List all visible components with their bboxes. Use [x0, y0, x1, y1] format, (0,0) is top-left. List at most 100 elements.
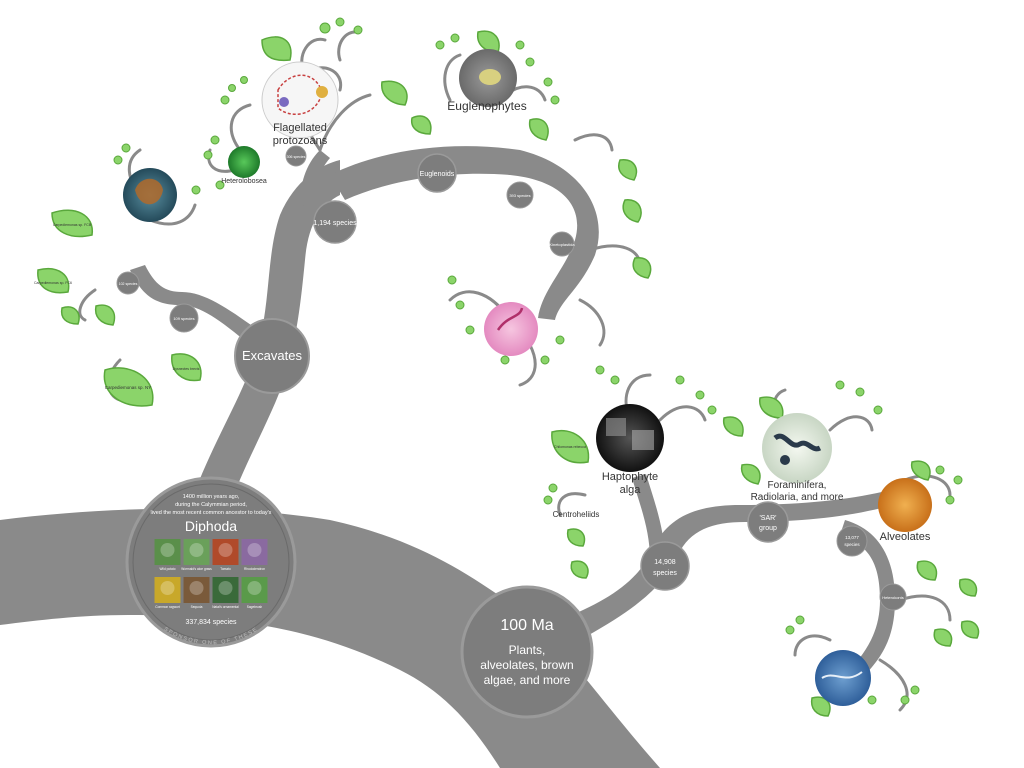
thumbnail-image[interactable]: [154, 577, 181, 603]
root-thumbnail[interactable]: Rhododendron: [241, 539, 268, 571]
species-count-306: 306 species: [287, 155, 306, 159]
photo-heterolobosea[interactable]: [228, 146, 260, 178]
thumbnail-image[interactable]: [183, 539, 210, 565]
thumbnail-image[interactable]: [241, 539, 268, 565]
foraminifera-label-1: Foraminifera,: [768, 480, 827, 491]
species-count-109: 109 species: [173, 316, 194, 321]
root-thumbnail[interactable]: Sagebrush: [241, 577, 268, 609]
node-109-species[interactable]: 109 species: [169, 303, 199, 333]
node-13077-species[interactable]: 13,077 species: [836, 525, 868, 557]
leaf-shape: [910, 460, 931, 481]
thumbnail-highlight: [160, 543, 175, 557]
photo-carpediemonas[interactable]: [123, 168, 177, 222]
leaf-shape: [759, 396, 784, 419]
root-thumbnail[interactable]: Wormald's aloe grass: [181, 539, 212, 571]
root-thumbnail[interactable]: Tomato: [212, 539, 239, 571]
photo-foraminifera[interactable]: [762, 413, 832, 483]
photo-kinetoplastid[interactable]: [484, 302, 538, 356]
root-thumbnail[interactable]: Natal's ornamental: [212, 577, 239, 609]
thumbnail-highlight: [189, 543, 204, 557]
photo-flagellated-protozoans[interactable]: [261, 61, 339, 139]
leaf-shape: [566, 528, 586, 547]
node-heterokonts[interactable]: Heterokonts: [879, 583, 907, 611]
thumbnail-image[interactable]: [212, 577, 239, 603]
leaf-shape: [103, 367, 154, 407]
leaf-label-4: Dysnectes brevis: [173, 367, 200, 371]
node-100-ma[interactable]: 100 Ma Plants, alveolates, brown algae, …: [460, 585, 594, 719]
photo-haptophyte-alga[interactable]: [596, 404, 664, 472]
thumbnail-highlight: [189, 581, 204, 595]
thumbnail-image[interactable]: [183, 577, 210, 603]
node-sar-group[interactable]: 'SAR' group: [747, 501, 789, 543]
kinetoplastida-label: Kinetoplastida: [549, 242, 575, 247]
thumbnail-highlight: [247, 543, 262, 557]
node-kinetoplastida[interactable]: Kinetoplastida: [549, 231, 575, 257]
leaf-labels: Carpediemonas sp. FCB Carpediemonas sp. …: [34, 223, 586, 449]
root-thumbnail[interactable]: Sequoia: [183, 577, 210, 609]
leaf-shape: [381, 80, 408, 106]
leaf-shape: [740, 463, 761, 485]
leaf-shape: [810, 696, 831, 717]
sar-group-label-2: group: [759, 525, 777, 532]
root-thumbnail[interactable]: Wild potato: [154, 539, 181, 571]
root-thumbnail[interactable]: Common ragwort: [154, 577, 181, 609]
heterokonts-branch: [840, 520, 895, 680]
node-14908-species[interactable]: 14,908 species: [640, 541, 690, 591]
euglenophytes-label: Euglenophytes: [447, 99, 526, 113]
thumbnail-highlight: [218, 543, 233, 557]
thumbnail-highlight: [160, 581, 175, 595]
photo-alveolates[interactable]: [878, 478, 932, 532]
sar-branch: [560, 490, 893, 640]
photo-nodes[interactable]: [123, 49, 932, 706]
root-node-diphoda[interactable]: 1400 million years ago, during the Calym…: [125, 476, 297, 648]
leaf-shape: [60, 306, 80, 325]
node-1194-species[interactable]: 1,194 species: [313, 200, 357, 244]
photo-euglenophytes[interactable]: [459, 49, 517, 107]
leaf-shape: [171, 353, 202, 382]
thumbnail-caption: Natal's ornamental: [212, 605, 239, 609]
species-count-393: 393 species: [509, 193, 530, 198]
thumbnail-caption: Rhododendron: [244, 567, 265, 571]
leaf-shape: [570, 560, 589, 579]
heterolobosea-label: Heterolobosea: [221, 178, 267, 185]
node-306-species[interactable]: 306 species: [285, 145, 307, 167]
species-count-102: 102 species: [119, 282, 138, 286]
leaf-shape: [261, 36, 292, 62]
leaf-label-2: Carpediemonas sp. FC6: [34, 281, 72, 285]
leaf-shape: [94, 304, 116, 326]
haptophyte-label-2: alga: [620, 484, 642, 496]
thumbnail-image[interactable]: [212, 539, 239, 565]
leaf-shape: [960, 620, 980, 639]
flagellates-branch: [300, 150, 330, 207]
leaf-dots: [113, 17, 963, 705]
100-ma-sub3: algae, and more: [484, 673, 571, 687]
leaf-label-1: Carpediemonas sp. FCB: [53, 223, 92, 227]
leaf-shape: [722, 416, 744, 437]
leaf-shape: [476, 30, 500, 53]
leaves: [37, 30, 980, 717]
thumbnail-image[interactable]: [154, 539, 181, 565]
node-euglenoids[interactable]: Euglenoids: [417, 153, 457, 193]
flagellated-label-1: Flagellated: [273, 122, 327, 134]
root-species-count: 337,834 species: [186, 619, 237, 626]
thumbnail-caption: Common ragwort: [155, 605, 180, 609]
root-title: Diphoda: [185, 518, 237, 534]
species-count-14908-a: 14,908: [654, 559, 676, 566]
leaf-shape: [632, 257, 652, 279]
species-count-14908-b: species: [653, 570, 677, 577]
photo-heterokont-kelp[interactable]: [815, 650, 871, 706]
node-102-species[interactable]: 102 species: [116, 271, 140, 295]
species-count-13077-a: 13,077: [845, 535, 859, 540]
thumbnail-highlight: [247, 581, 262, 595]
node-393-species[interactable]: 393 species: [506, 181, 534, 209]
thumbnail-image[interactable]: [241, 577, 268, 603]
leaf-shape: [916, 560, 938, 581]
branch-nodes[interactable]: Excavates 1,194 species Euglenoids 393 s…: [116, 145, 907, 719]
photo-labels: Flagellated protozoans Heterolobosea Eug…: [221, 99, 931, 543]
root-intro-3: lived the most recent common ancestor to…: [151, 510, 272, 516]
leaf-shape: [958, 578, 978, 597]
100-ma-sub2: alveolates, brown: [480, 658, 573, 672]
node-excavates[interactable]: Excavates: [234, 318, 310, 394]
